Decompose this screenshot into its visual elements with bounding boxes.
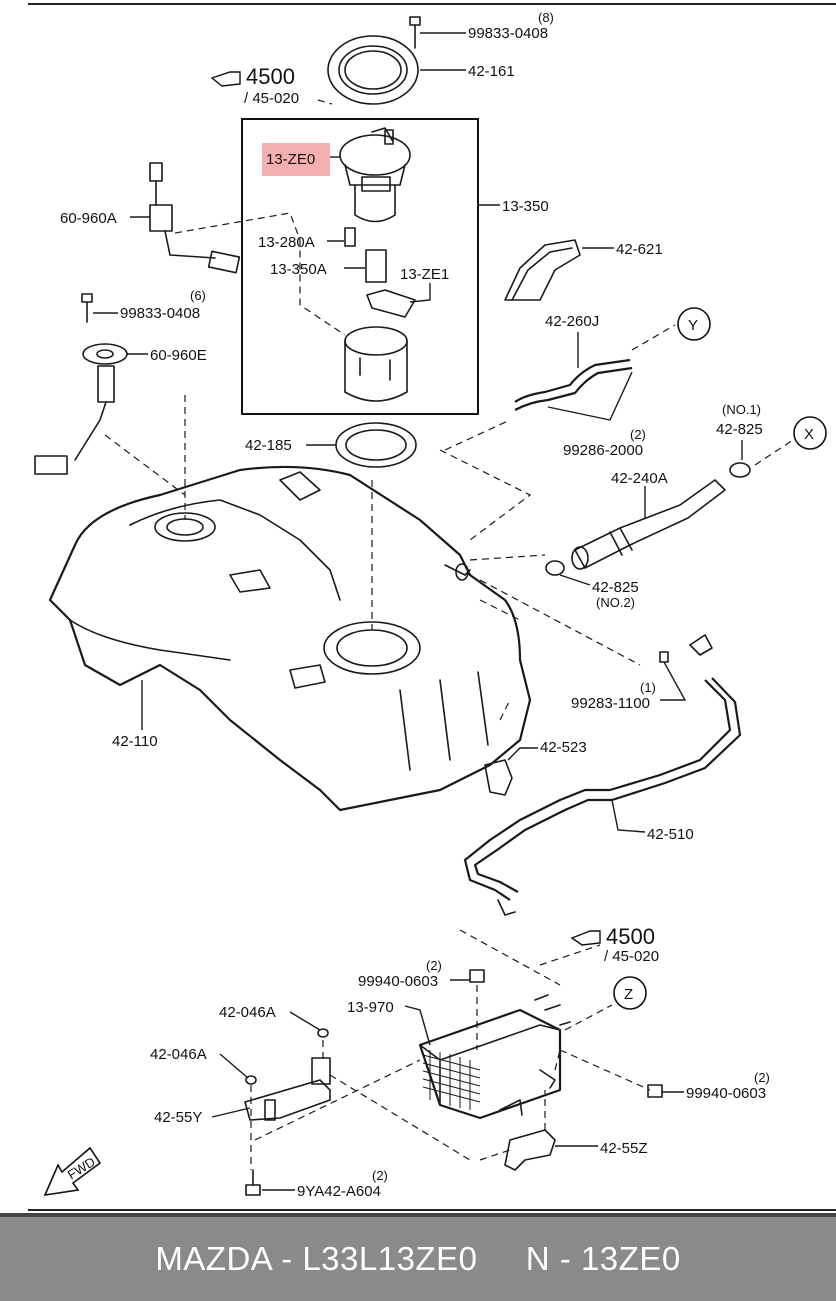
footer-bar: MAZDA - L33L13ZE0 N - 13ZE0 bbox=[0, 1213, 836, 1301]
label-13-350[interactable]: 13-350 bbox=[502, 198, 549, 215]
ref-hand-icon-top bbox=[210, 71, 333, 105]
nut-top-drawing bbox=[450, 969, 485, 1050]
label-bolt-top[interactable]: 99833-0408 bbox=[468, 25, 548, 42]
clamp-42-825-no2-drawing bbox=[545, 560, 591, 586]
ring-42-185-drawing bbox=[306, 422, 417, 468]
canister-13-970-drawing bbox=[404, 994, 571, 1120]
clip-qty: (2) bbox=[630, 427, 646, 442]
label-99286-2000[interactable]: 99286-2000 bbox=[563, 442, 643, 459]
label-nut-top[interactable]: 99940-0603 bbox=[358, 973, 438, 990]
ref-bottom-sub[interactable]: / 45-020 bbox=[604, 948, 659, 965]
connector-x-label: X bbox=[804, 426, 814, 443]
label-99283-1100[interactable]: 99283-1100 bbox=[571, 695, 650, 712]
clamp-42-825-no1-drawing bbox=[729, 440, 751, 478]
footer-part-number: MAZDA - L33L13ZE0 N - 13ZE0 bbox=[155, 1240, 681, 1277]
bolt-bottom-drawing bbox=[245, 1169, 295, 1196]
bracket-42-55Y-drawing bbox=[211, 1011, 471, 1170]
label-60-960E[interactable]: 60-960E bbox=[150, 347, 207, 364]
label-ring-42-161[interactable]: 42-161 bbox=[468, 63, 515, 80]
label-13-350A[interactable]: 13-350A bbox=[270, 261, 327, 278]
label-42-621[interactable]: 42-621 bbox=[616, 241, 663, 258]
label-42-185[interactable]: 42-185 bbox=[245, 437, 292, 454]
label-13-ZE1[interactable]: 13-ZE1 bbox=[400, 266, 449, 283]
label-42-825-no2[interactable]: 42-825 bbox=[592, 579, 639, 596]
sender-60-960E-drawing bbox=[34, 293, 148, 475]
clamp2-note: (NO.2) bbox=[596, 595, 635, 610]
clamp1-note: (NO.1) bbox=[722, 402, 761, 417]
bolt-mid-qty: (6) bbox=[190, 288, 206, 303]
fuel-tank-drawing bbox=[48, 465, 532, 812]
part-13-350A-drawing bbox=[344, 249, 387, 283]
label-42-260J[interactable]: 42-260J bbox=[545, 313, 599, 330]
reservoir-cup-drawing bbox=[344, 326, 408, 402]
bracket-42-55Z-drawing bbox=[479, 1090, 598, 1171]
label-13-970[interactable]: 13-970 bbox=[347, 999, 394, 1016]
label-42-240A[interactable]: 42-240A bbox=[611, 470, 668, 487]
label-42-046A-1[interactable]: 42-046A bbox=[219, 1004, 276, 1021]
label-42-110[interactable]: 42-110 bbox=[112, 733, 158, 750]
bolt-bottom-qty: (2) bbox=[372, 1168, 388, 1183]
label-9YA42-A604[interactable]: 9YA42-A604 bbox=[297, 1183, 381, 1200]
hose-42-260J-drawing bbox=[514, 324, 676, 421]
ref-bottom-page[interactable]: 4500 bbox=[606, 924, 655, 949]
ref-top-sub[interactable]: / 45-020 bbox=[244, 90, 299, 107]
connector-z-label: Z bbox=[624, 986, 633, 1003]
nut-right-qty: (2) bbox=[754, 1070, 770, 1085]
label-nut-right[interactable]: 99940-0603 bbox=[686, 1085, 766, 1102]
filter-13-280A-drawing bbox=[327, 227, 356, 247]
ref-top-page[interactable]: 4500 bbox=[246, 64, 295, 89]
parts-diagram: FWD (8) 99833-0408 42-161 4500 / 45-020 … bbox=[28, 3, 836, 1211]
label-42-046A-2[interactable]: 42-046A bbox=[150, 1046, 207, 1063]
label-13-280A[interactable]: 13-280A bbox=[258, 234, 315, 251]
bolt-top-qty: (8) bbox=[538, 10, 554, 25]
label-60-960A[interactable]: 60-960A bbox=[60, 210, 117, 227]
bracket-42-621-drawing bbox=[504, 239, 614, 301]
sender-60-960A-drawing bbox=[130, 162, 241, 274]
fwd-arrow-icon bbox=[43, 1146, 102, 1197]
connector-x bbox=[754, 416, 827, 466]
ring-42-161-drawing bbox=[327, 35, 419, 105]
label-42-55Y[interactable]: 42-55Y bbox=[154, 1109, 202, 1126]
pump-module-box bbox=[241, 118, 479, 415]
ref-hand-icon-bottom bbox=[570, 930, 601, 946]
connector-z bbox=[564, 976, 647, 1031]
label-13-ZE0[interactable]: 13-ZE0 bbox=[266, 151, 315, 168]
connector-y-label: Y bbox=[688, 317, 698, 334]
clip-99283-1100-drawing bbox=[659, 651, 687, 701]
label-42-523[interactable]: 42-523 bbox=[540, 739, 587, 756]
insulator-42-523-drawing bbox=[484, 747, 538, 796]
clip2-qty: (1) bbox=[640, 680, 656, 695]
part-13-ZE1-drawing bbox=[366, 283, 431, 318]
pump-assembly-drawing bbox=[330, 127, 411, 223]
pipe-42-510-drawing bbox=[463, 634, 742, 916]
nut-top-qty: (2) bbox=[426, 958, 442, 973]
label-bolt-mid[interactable]: 99833-0408 bbox=[120, 305, 200, 322]
bolt-top-drawing bbox=[409, 16, 466, 71]
label-42-825-no1[interactable]: 42-825 bbox=[716, 421, 763, 438]
nut-right-drawing bbox=[554, 1049, 684, 1098]
label-42-510[interactable]: 42-510 bbox=[647, 826, 694, 843]
label-42-55Z[interactable]: 42-55Z bbox=[600, 1140, 648, 1157]
hose-42-240A-drawing bbox=[571, 479, 726, 570]
highlight-13-ZE0[interactable] bbox=[262, 143, 330, 176]
connector-y bbox=[677, 307, 711, 341]
